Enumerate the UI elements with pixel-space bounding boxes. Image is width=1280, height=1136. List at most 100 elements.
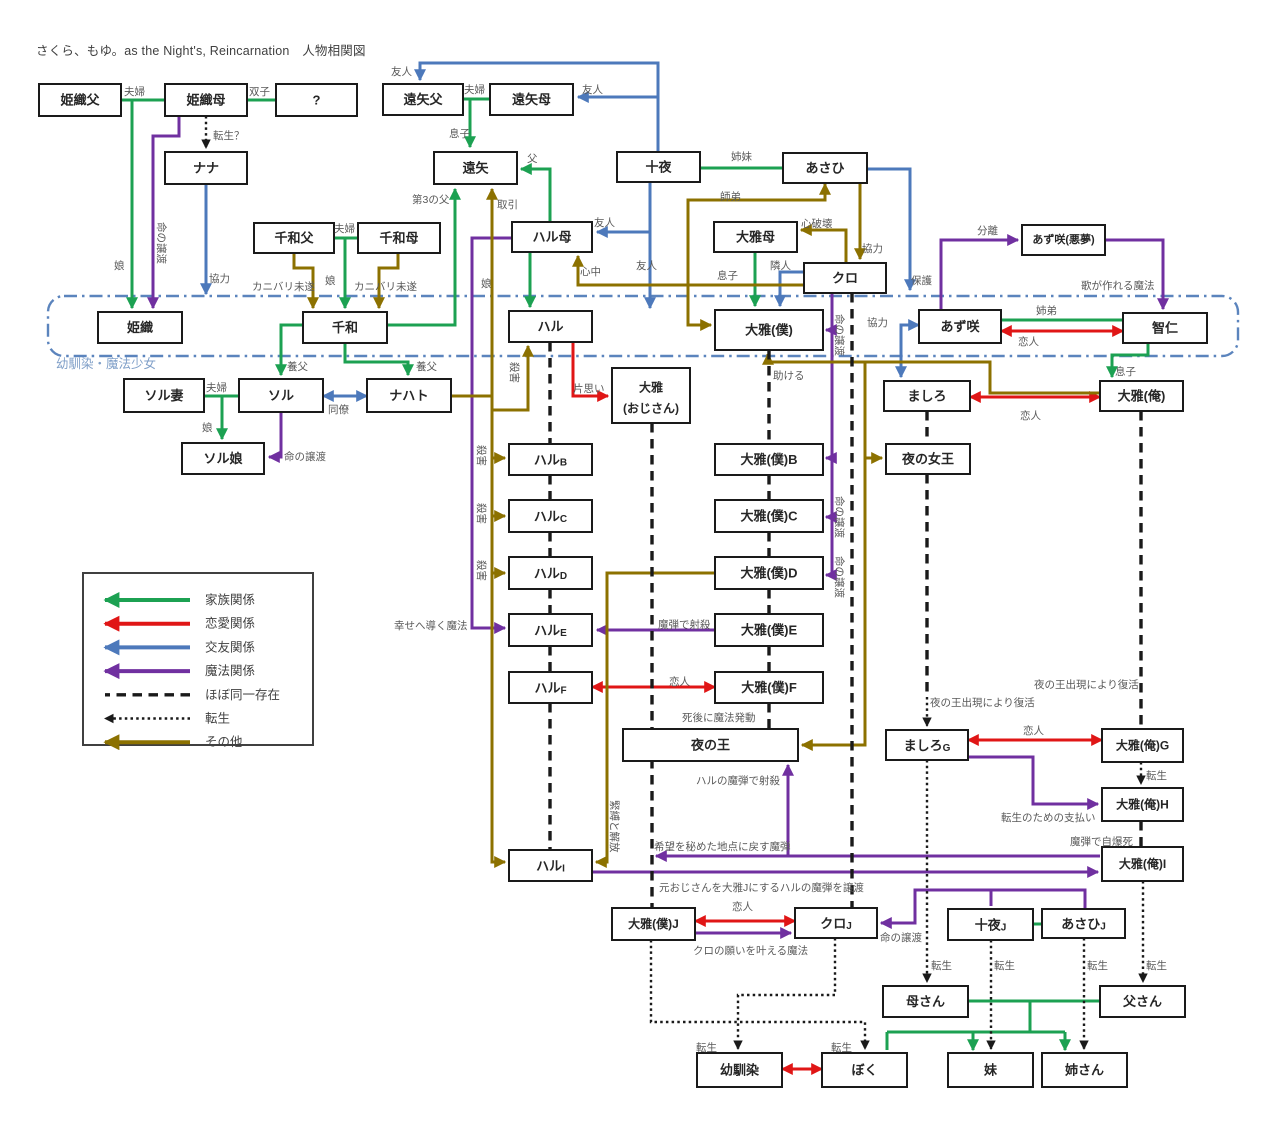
edge-label-55: 夜の王出現により復活: [1034, 678, 1139, 691]
svg-text:幼馴染: 幼馴染: [720, 1063, 760, 1078]
edge-green-5: [519, 163, 552, 222]
node-osananajimi: 幼馴染: [696, 1052, 783, 1088]
edge-label-29: 歌が作れる魔法: [1081, 279, 1155, 292]
svg-text:妹: 妹: [983, 1063, 998, 1078]
edge-label-37: 同僚: [328, 403, 349, 416]
edge-label-71: 転生: [696, 1041, 717, 1054]
edge-green-6: [387, 187, 461, 327]
edge-blue-40: [895, 319, 921, 379]
edge-green-13: [275, 323, 303, 377]
node-chiwa-father: 千和父: [253, 222, 335, 254]
edge-brown-70: [490, 396, 507, 868]
edge-label-23: 心破壊: [801, 217, 833, 230]
edge-brown-66: [492, 344, 534, 412]
svg-text:ぼく: ぼく: [851, 1063, 877, 1078]
edge-purple-55: [968, 755, 1100, 810]
edge-label-54: 夜の王出現により復活: [930, 696, 1035, 709]
svg-text:ハルI: ハルI: [536, 858, 565, 874]
edge-label-36: 夫婦: [206, 382, 227, 394]
edge-brown-64: [799, 224, 848, 263]
legend-label-2: 交友関係: [205, 639, 255, 654]
svg-text:あず咲: あず咲: [940, 319, 980, 334]
edge-label-8: 友人: [582, 83, 603, 96]
chart-title: さくら、もゆ。as the Night's, Reincarnation 人物相…: [36, 44, 366, 58]
edge-purple-41: [147, 116, 181, 310]
node-toya-father: 遠矢父: [382, 83, 464, 116]
edge-label-63: 元おじさんを大雅Jにするハルの魔弾を譲渡: [659, 881, 864, 894]
svg-text:大雅(俺)G: 大雅(俺)G: [1116, 738, 1169, 753]
edge-brown-71: [594, 571, 715, 868]
svg-text:?: ?: [313, 93, 321, 108]
node-kuro: クロ: [803, 262, 887, 294]
node-haru-f: ハルF: [508, 671, 593, 704]
node-nana: ナナ: [164, 151, 248, 185]
edge-label-27: 保護: [911, 274, 932, 287]
svg-text:大雅母: 大雅母: [736, 230, 775, 245]
edge-purple-42: [267, 412, 283, 463]
edge-label-21: 娘: [481, 277, 492, 290]
edge-label-57: 転生のための支払い: [1001, 811, 1096, 824]
svg-text:遠矢父: 遠矢父: [403, 92, 443, 107]
edge-blue-38: [774, 270, 804, 308]
svg-text:ハルC: ハルC: [534, 509, 567, 525]
node-sol: ソル: [238, 378, 324, 413]
node-azusaki: あず咲: [918, 309, 1002, 344]
svg-text:大雅(僕)F: 大雅(僕)F: [741, 680, 797, 695]
svg-text:ナハト: ナハト: [389, 388, 428, 403]
edge-brown-60: [373, 253, 400, 310]
edge-label-1: 双子: [249, 86, 270, 98]
edge-label-33: 息子: [1115, 365, 1136, 378]
node-haru: ハル: [508, 310, 593, 343]
node-imouto: 妹: [947, 1052, 1034, 1088]
edge-label-24: 協力: [862, 242, 883, 255]
edge-black-77: [733, 938, 837, 1050]
edge-label-50: 幸せへ導く魔法: [394, 619, 468, 632]
node-chiwa-mother: 千和母: [357, 222, 441, 254]
node-boku: ぼく: [821, 1052, 908, 1088]
node-himeori-mother: 姫織母: [164, 83, 248, 117]
svg-text:十夜J: 十夜J: [975, 917, 1007, 933]
node-taiga-boku-f: 大雅(僕)F: [714, 671, 824, 704]
edge-label-46: 殺害: [475, 560, 488, 581]
svg-text:クロJ: クロJ: [820, 916, 852, 932]
edge-label-64: 恋人: [732, 900, 753, 913]
node-mother: 母さん: [882, 985, 969, 1018]
edge-label-19: カニバリ未遂: [252, 280, 315, 293]
edge-label-14: 師弟: [720, 190, 741, 203]
edge-label-16: 友人: [636, 259, 657, 272]
node-juuya: 十夜: [616, 151, 701, 183]
edge-label-20: カニバリ未遂: [354, 280, 417, 293]
svg-text:ソル: ソル: [268, 388, 294, 403]
svg-text:夜の王: 夜の王: [690, 738, 730, 753]
svg-text:父さん: 父さん: [1122, 994, 1162, 1009]
node-taiga-ore: 大雅(俺): [1099, 380, 1184, 412]
edge-green-14: [343, 343, 414, 377]
edge-label-49: 命の譲渡: [833, 556, 846, 598]
edge-brown-73: [863, 362, 884, 464]
node-night-king: 夜の王: [622, 728, 799, 762]
node-night-queen: 夜の女王: [885, 443, 971, 475]
svg-text:大雅(僕)B: 大雅(僕)B: [740, 452, 797, 467]
svg-text:大雅(僕): 大雅(僕): [745, 323, 793, 338]
svg-text:大雅(僕)E: 大雅(僕)E: [741, 623, 798, 638]
edge-green-17: [1106, 343, 1150, 379]
svg-text:十夜: 十夜: [645, 160, 672, 175]
node-sol-wife: ソル妻: [123, 378, 205, 413]
svg-text:ましろ: ましろ: [907, 389, 946, 404]
edge-label-25: 隣人: [770, 259, 791, 272]
node-himeori: 姫織: [97, 311, 183, 344]
node-chiwa: 千和: [302, 311, 388, 344]
svg-text:あさひJ: あさひJ: [1061, 916, 1106, 932]
node-mashiro-g: ましろG: [885, 729, 969, 761]
edge-label-39: 命の譲渡: [284, 450, 326, 463]
svg-text:ハルD: ハルD: [534, 566, 567, 582]
node-haru-mother: ハル母: [511, 221, 593, 253]
edge-label-70: 転生: [1146, 959, 1167, 972]
edge-brown-74: [800, 458, 867, 751]
edge-blue-32: [414, 61, 660, 152]
edge-brown-62: [686, 182, 831, 331]
legend-label-0: 家族関係: [205, 592, 255, 607]
edge-label-26: 息子: [717, 269, 738, 282]
node-taiga-boku-c: 大雅(僕)C: [714, 499, 824, 533]
